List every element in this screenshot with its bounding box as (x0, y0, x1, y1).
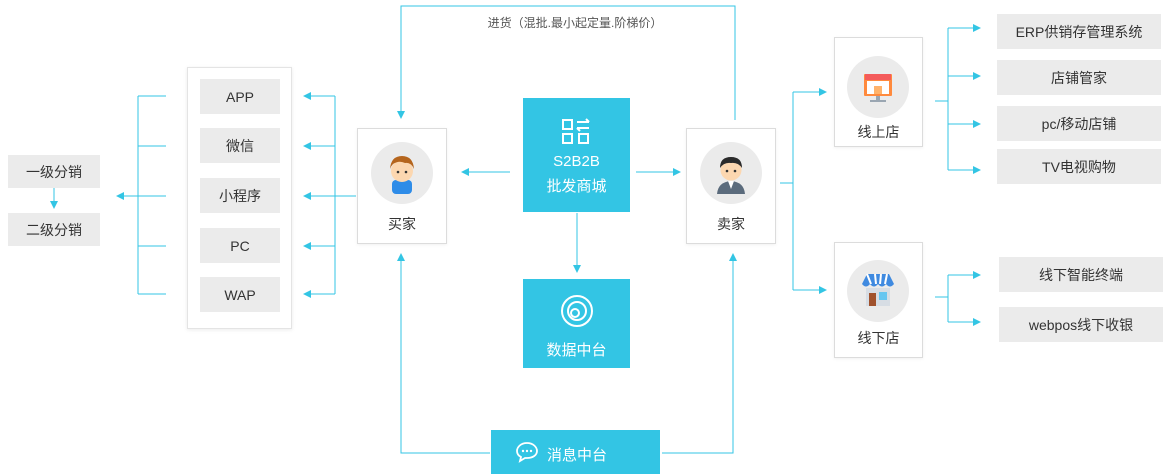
qr-exchange-icon (560, 117, 592, 147)
distribution-level1-box: 一级分销 (8, 155, 100, 188)
channel-box-wap: WAP (200, 277, 280, 312)
storefront-monitor-icon (847, 56, 909, 118)
s2b2b-mall-box (523, 98, 630, 212)
mall-title-line2: 批发商城 (546, 178, 607, 195)
purchase-flow-label: 进货（混批.最小起定量.阶梯价） (487, 16, 663, 30)
online-item-shop-manager: 店铺管家 (997, 60, 1161, 95)
seller-label: 卖家 (717, 216, 745, 232)
offline-store-label: 线下店 (857, 330, 900, 346)
offline-item-smart-terminal: 线下智能终端 (999, 257, 1163, 292)
concentric-circle-icon (559, 293, 595, 329)
distribution-level2-box: 二级分销 (8, 213, 100, 246)
buyer-label: 买家 (388, 216, 416, 232)
message-platform-label: 消息中台 (547, 447, 608, 464)
channel-box-app: APP (200, 79, 280, 114)
online-item-erp: ERP供销存管理系统 (997, 14, 1161, 49)
data-platform-label: 数据中台 (546, 342, 607, 359)
offline-item-webpos: webpos线下收银 (999, 307, 1163, 342)
online-item-pc-mobile-shop: pc/移动店铺 (997, 106, 1161, 141)
mall-title-line1: S2B2B (553, 153, 600, 170)
awning-shop-icon (847, 260, 909, 322)
channel-box-miniprogram: 小程序 (200, 178, 280, 213)
channel-box-wechat: 微信 (200, 128, 280, 163)
online-store-label: 线上店 (857, 124, 900, 140)
chat-bubble-icon (515, 441, 539, 463)
message-platform-box (491, 430, 660, 474)
seller-avatar-icon (700, 142, 762, 204)
channel-box-pc: PC (200, 228, 280, 263)
data-platform-box (523, 279, 630, 368)
online-item-tv-shopping: TV电视购物 (997, 149, 1161, 184)
buyer-avatar-icon (371, 142, 433, 204)
